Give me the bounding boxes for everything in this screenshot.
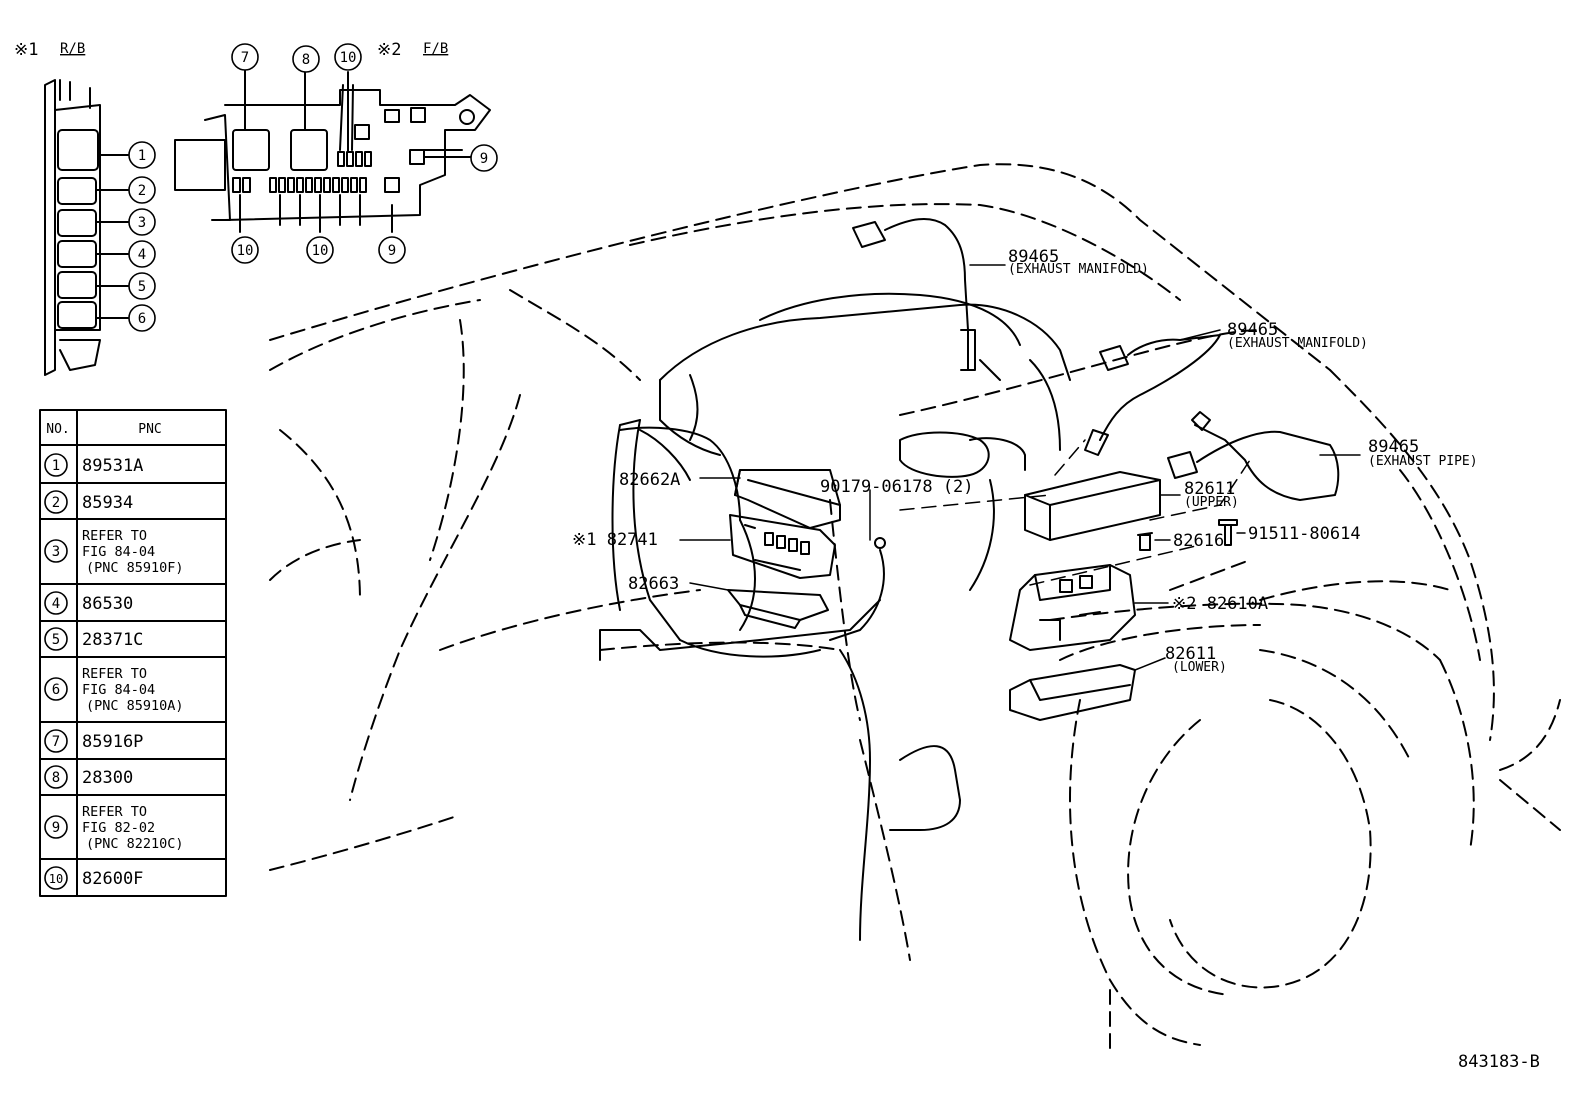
callout-6: 6	[138, 311, 146, 327]
o2-sensor-3	[1167, 411, 1340, 501]
callout-cover-upper-pn: 82611	[1184, 479, 1235, 499]
table-row-pnc: REFER TO	[82, 666, 147, 682]
callout-9-bottom: 9	[388, 243, 396, 259]
callout-1: 1	[138, 148, 146, 164]
relay-block-assembly	[727, 469, 886, 629]
detail-headers: ※1 R/B ※2 F/B	[14, 40, 448, 60]
table-row-no: 1	[52, 458, 60, 474]
callout-sensor-3-pn: 89465	[1368, 437, 1419, 457]
table-row-pnc: 89531A	[82, 456, 143, 476]
figure-id: 843183-B	[1458, 1052, 1540, 1072]
callout-4: 4	[138, 247, 146, 263]
table-row-pnc: (PNC 82210C)	[86, 836, 184, 852]
callout-cover-upper-note: (UPPER)	[1184, 495, 1239, 510]
callout-clip: 82616	[1173, 531, 1224, 551]
fb-detail-drawing	[174, 69, 491, 233]
table-row-no: 3	[52, 544, 60, 560]
callout-8: 8	[302, 52, 310, 68]
parts-table-grid	[39, 409, 227, 897]
callout-5: 5	[138, 279, 146, 295]
fuse-block-assembly	[1009, 471, 1238, 721]
o2-sensor-2	[1084, 334, 1221, 456]
fb-mark: ※2	[377, 40, 401, 60]
table-header-no: NO.	[46, 422, 69, 437]
callout-sensor-2-note: (EXHAUST MANIFOLD)	[1227, 336, 1368, 351]
table-row-pnc: 85916P	[82, 732, 143, 752]
callout-sensor-2-pn: 89465	[1227, 320, 1278, 340]
table-row-no: 4	[52, 596, 60, 612]
table-row-pnc: FIG 82-02	[82, 820, 155, 836]
leader-lines	[679, 264, 1361, 671]
callout-10-top: 10	[340, 50, 357, 66]
table-row-no: 5	[52, 632, 60, 648]
rb-mark: ※1	[14, 40, 38, 60]
table-row-pnc: REFER TO	[82, 804, 147, 820]
callout-cover-lower-note: (LOWER)	[1172, 660, 1227, 675]
parts-table: NO. PNC 1 2 3 4 5 6 7 8 9 10 89531A 8593…	[46, 422, 183, 889]
table-row-pnc: (PNC 85910A)	[86, 698, 184, 714]
engine-block	[599, 292, 1071, 941]
table-row-pnc: 85934	[82, 493, 133, 513]
table-row-pnc: FIG 84-04	[82, 682, 155, 698]
o2-sensor-1	[852, 218, 976, 371]
callout-nut: 90179-06178 (2)	[820, 477, 974, 497]
table-row-no: 9	[52, 820, 60, 836]
table-row-pnc: 28300	[82, 768, 133, 788]
callout-cover-left: 82662A	[619, 470, 680, 490]
rb-detail-drawing	[44, 79, 129, 376]
table-header-pnc: PNC	[138, 422, 161, 437]
callout-9-right: 9	[480, 151, 488, 167]
callout-10-bottom: 10	[312, 243, 329, 259]
table-row-no: 8	[52, 770, 60, 786]
callout-10-left: 10	[237, 243, 254, 259]
callout-relay-block: ※1 82741	[572, 530, 658, 550]
table-row-no: 10	[49, 872, 63, 886]
callout-fuse-block: ※2 82610A	[1172, 594, 1268, 614]
callout-bolt: 91511-80614	[1248, 524, 1361, 544]
callout-cover-lower-pn: 82611	[1165, 644, 1216, 664]
callout-2: 2	[138, 183, 146, 199]
vehicle-body-outline	[269, 163, 1561, 1051]
callout-bracket: 82663	[628, 574, 679, 594]
fb-header: F/B	[423, 41, 448, 57]
table-row-no: 6	[52, 682, 60, 698]
table-row-pnc: 82600F	[82, 869, 143, 889]
table-row-pnc: REFER TO	[82, 528, 147, 544]
rb-header: R/B	[60, 41, 85, 57]
table-row-no: 2	[52, 495, 60, 511]
part-callouts: 89465 (EXHAUST MANIFOLD) 89465 (EXHAUST …	[572, 247, 1540, 1072]
callout-numbers: 1 2 3 4 5 6 7 8 10 9 10 10 9	[138, 50, 488, 327]
table-row-pnc: 28371C	[82, 630, 143, 650]
table-row-pnc: FIG 84-04	[82, 544, 155, 560]
callout-3: 3	[138, 215, 146, 231]
table-row-no: 7	[52, 734, 60, 750]
callout-7: 7	[241, 50, 249, 66]
callout-sensor-1-pn: 89465	[1008, 247, 1059, 267]
callout-sensor-1-note: (EXHAUST MANIFOLD)	[1008, 262, 1149, 277]
table-row-pnc: (PNC 85910F)	[86, 560, 184, 576]
callout-sensor-3-note: (EXHAUST PIPE)	[1368, 454, 1478, 469]
table-row-pnc: 86530	[82, 594, 133, 614]
callout-circles	[44, 43, 498, 890]
